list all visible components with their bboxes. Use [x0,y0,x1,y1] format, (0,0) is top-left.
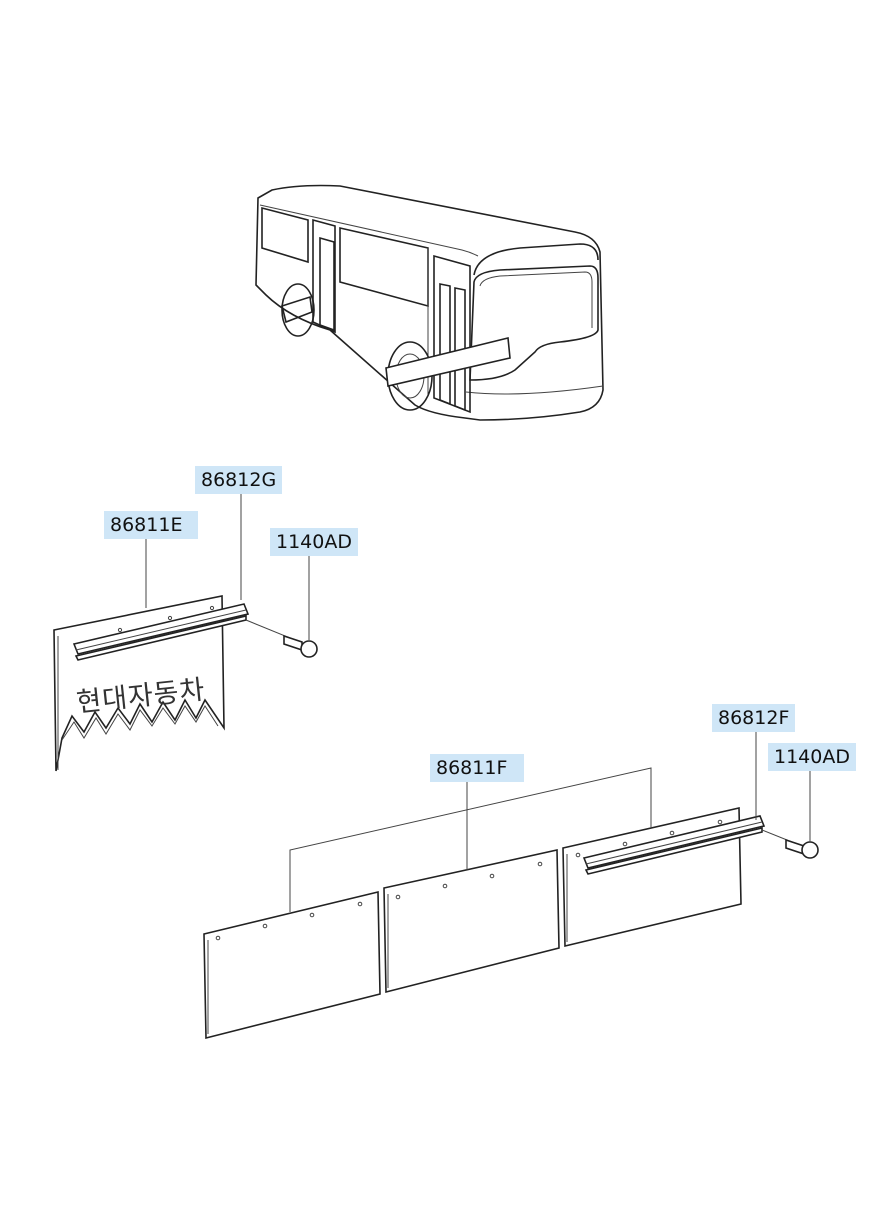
mudguard-set-right [203,731,819,1040]
bus-illustration [255,184,604,421]
bracket-86812F [582,815,766,869]
label-86811E[interactable]: 86811E [104,511,198,539]
label-86812G[interactable]: 86812G [195,466,283,494]
label-1140AD-right[interactable]: 1140AD [768,743,856,771]
label-86812F[interactable]: 86812F [712,704,796,732]
mudguard-set-left [53,494,318,772]
label-86811F[interactable]: 86811F [430,754,524,782]
bolt-1140AD-left [283,634,303,652]
mudguard-86811F-a [203,890,381,1040]
label-1140AD-left[interactable]: 1140AD [270,528,358,556]
bracket-86812G [72,603,250,655]
mudguard-86811F-b [383,849,560,994]
bolt-1140AD-right [785,838,805,856]
